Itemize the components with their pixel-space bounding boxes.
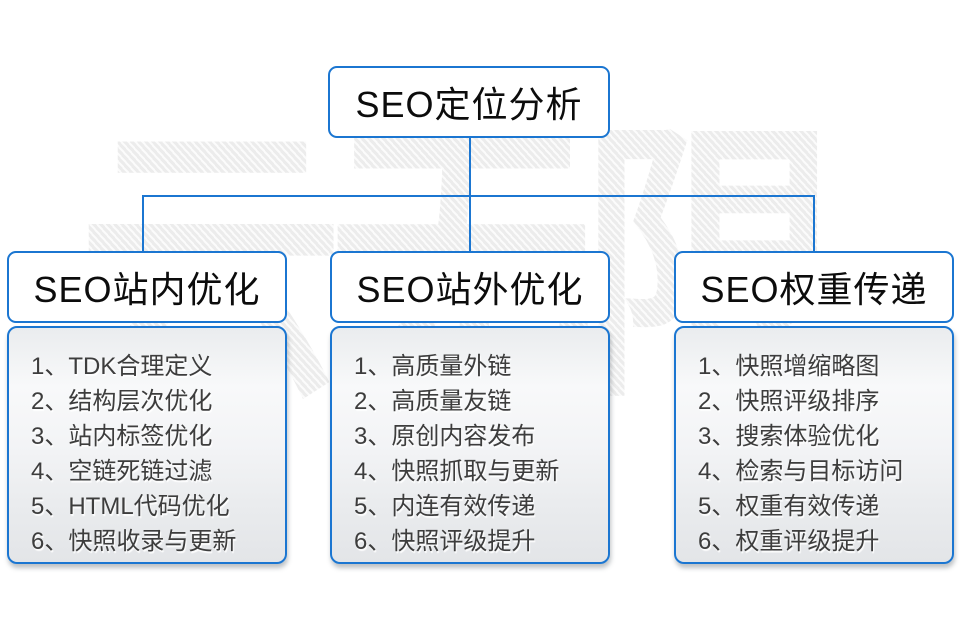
column-list-weight: 1、快照增缩略图 2、快照评级排序 3、搜索体验优化 4、检索与目标访问 5、权重有效传… <box>674 326 954 564</box>
list-item: 6、权重评级提升 <box>698 528 880 555</box>
root-node-label: SEO定位分析 <box>355 84 583 125</box>
column-header-label: SEO站内优化 <box>33 269 261 310</box>
column-header-onsite: SEO站内优化 <box>7 251 287 323</box>
list-item: 4、空链死链过滤 <box>31 458 213 485</box>
list-item: 5、权重有效传递 <box>698 493 880 520</box>
column-header-offsite: SEO站外优化 <box>330 251 610 323</box>
list-item: 2、快照评级排序 <box>698 388 880 415</box>
list-item: 4、快照抓取与更新 <box>354 458 560 485</box>
column-header-label: SEO站外优化 <box>356 269 584 310</box>
list-item: 5、HTML代码优化 <box>31 493 230 520</box>
column-header-weight: SEO权重传递 <box>674 251 954 323</box>
list-item: 3、原创内容发布 <box>354 423 536 450</box>
list-item: 6、快照收录与更新 <box>31 528 237 555</box>
list-item: 2、结构层次优化 <box>31 388 213 415</box>
column-list-offsite: 1、高质量外链 2、高质量友链 3、原创内容发布 4、快照抓取与更新 5、内连有效传递 6… <box>330 326 610 564</box>
list-item: 6、快照评级提升 <box>354 528 536 555</box>
list-item: 3、站内标签优化 <box>31 423 213 450</box>
list-item: 1、快照增缩略图 <box>698 353 880 380</box>
list-item: 1、TDK合理定义 <box>31 353 213 380</box>
list-item: 5、内连有效传递 <box>354 493 536 520</box>
list-item: 3、搜索体验优化 <box>698 423 880 450</box>
column-list-onsite: 1、TDK合理定义 2、结构层次优化 3、站内标签优化 4、空链死链过滤 5、HTML代… <box>7 326 287 564</box>
list-item: 1、高质量外链 <box>354 353 512 380</box>
list-item: 2、高质量友链 <box>354 388 512 415</box>
root-node: SEO定位分析 <box>328 66 610 138</box>
list-item: 4、检索与目标访问 <box>698 458 904 485</box>
column-header-label: SEO权重传递 <box>700 269 928 310</box>
